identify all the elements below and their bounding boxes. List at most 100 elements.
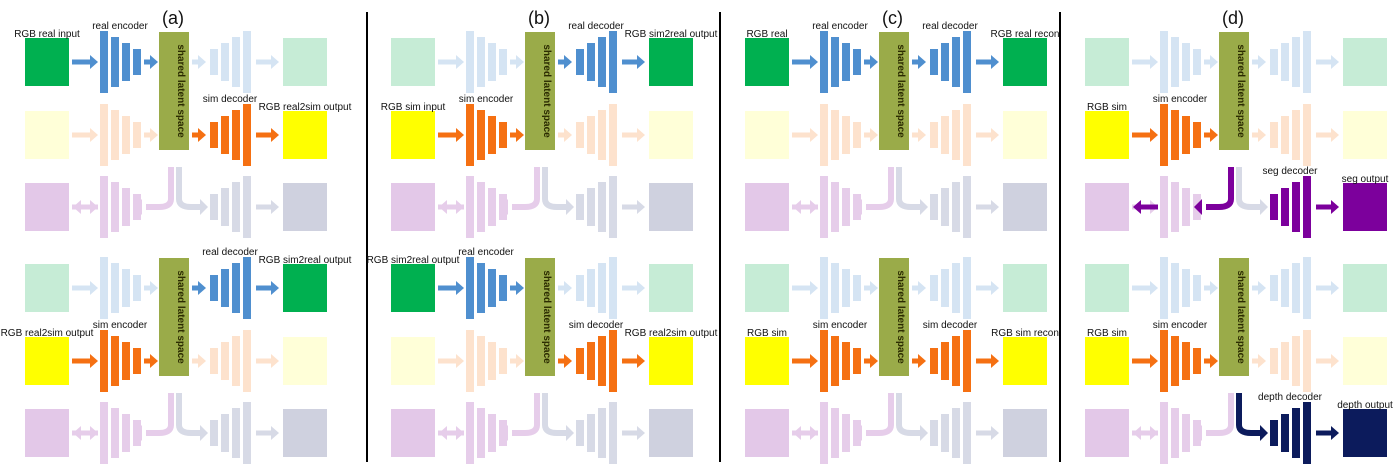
- split-left-path: [146, 167, 174, 210]
- decoder-bar: [609, 31, 617, 93]
- input-arrow-head: [1150, 55, 1158, 69]
- input-arrow-head: [456, 281, 464, 295]
- decoder-bar: [1270, 194, 1278, 220]
- decoder-bar: [587, 414, 595, 452]
- input-image-box: [1085, 264, 1129, 312]
- output-image-box: [649, 111, 693, 159]
- decoder-bar: [232, 263, 240, 313]
- decoder-bar: [587, 43, 595, 81]
- decoder-bar: [232, 182, 240, 232]
- encoder-label: sim encoder: [1153, 94, 1208, 105]
- input-label: RGB real input: [14, 29, 80, 40]
- split-right-path: [896, 393, 922, 436]
- output-image-box: [1343, 409, 1387, 457]
- output-image-box: [283, 337, 327, 385]
- decoder-bar: [1292, 37, 1300, 87]
- split-left-head: [134, 425, 142, 441]
- decoder-bar: [221, 269, 229, 307]
- decoder-bar: [930, 194, 938, 220]
- input-label: RGB real2sim output: [1, 328, 94, 339]
- decoder-bar: [587, 269, 595, 307]
- decoder-bar: [952, 37, 960, 87]
- encoder-bar: [100, 402, 108, 464]
- decoder-bar: [232, 37, 240, 87]
- encoder-label: real encoder: [812, 21, 868, 32]
- decoder-bar: [587, 188, 595, 226]
- input-arrow-head: [1150, 281, 1158, 295]
- encoder-bar: [466, 104, 474, 166]
- input-image-box: [1085, 183, 1129, 231]
- decoder-bar: [598, 336, 606, 386]
- output-image-box: [283, 183, 327, 231]
- output-image-box: [649, 409, 693, 457]
- decoder-bar: [952, 110, 960, 160]
- output-label: depth output: [1337, 400, 1393, 411]
- output-arrow-head: [991, 281, 999, 295]
- decoder-bar: [930, 122, 938, 148]
- decoder-bar: [1270, 420, 1278, 446]
- encoder-bar: [488, 188, 496, 226]
- output-arrow-head: [271, 200, 279, 214]
- decoder-bar: [1303, 31, 1311, 93]
- decoder-bar: [941, 342, 949, 380]
- output-arrow-head: [271, 281, 279, 295]
- split-left-path: [512, 393, 540, 436]
- encoder-bar: [820, 31, 828, 93]
- split-left-head: [134, 199, 142, 215]
- output-image-box: [1343, 337, 1387, 385]
- decoder-bar: [1303, 104, 1311, 166]
- encoder-bar: [1171, 408, 1179, 458]
- decoder-bar: [576, 420, 584, 446]
- decoder-bar: [598, 263, 606, 313]
- encoder-bar: [477, 408, 485, 458]
- decoder-bar: [1281, 342, 1289, 380]
- decoder-bar: [232, 408, 240, 458]
- encoder-bar: [466, 176, 474, 238]
- decoder-bar: [210, 420, 218, 446]
- split-right-head: [200, 199, 208, 215]
- input-arrow-head: [456, 55, 464, 69]
- encoder-bar: [111, 110, 119, 160]
- split-right-head: [920, 425, 928, 441]
- input-arrow-head: [456, 354, 464, 368]
- encoder-label: sim encoder: [1153, 320, 1208, 331]
- input-image-box: [25, 38, 69, 86]
- decoder-bar: [609, 402, 617, 464]
- split-right-path: [896, 167, 922, 210]
- encoder-bar: [842, 188, 850, 226]
- encoder-bar: [466, 257, 474, 319]
- decoder-bar: [587, 116, 595, 154]
- encoder-bar: [122, 116, 130, 154]
- output-arrow-head: [1331, 128, 1339, 142]
- decoder-bar: [1292, 110, 1300, 160]
- encoder-bar: [1171, 182, 1179, 232]
- encoder-bar: [853, 275, 861, 301]
- enc-latent-arrow-head: [150, 55, 158, 69]
- decoder-bar: [941, 43, 949, 81]
- decoder-bar: [243, 330, 251, 392]
- enc-latent-arrow-head: [516, 281, 524, 295]
- encoder-bar: [1171, 37, 1179, 87]
- encoder-bar: [820, 176, 828, 238]
- output-label: RGB real2sim output: [259, 102, 352, 113]
- output-label: RGB sim2real output: [625, 29, 718, 40]
- split-right-head: [920, 199, 928, 215]
- decoder-bar: [232, 336, 240, 386]
- decoder-bar: [210, 194, 218, 220]
- latent-label: shared latent space: [541, 44, 552, 138]
- encoder-bar: [477, 263, 485, 313]
- input-arrow-head: [810, 55, 818, 69]
- output-image-box: [1343, 264, 1387, 312]
- encoder-bar: [1182, 43, 1190, 81]
- input-label: RGB sim2real output: [367, 255, 460, 266]
- decoder-label: seg decoder: [1262, 166, 1318, 177]
- output-image-box: [1003, 38, 1047, 86]
- enc-latent-arrow-head: [1210, 55, 1218, 69]
- decoder-bar: [1292, 263, 1300, 313]
- decoder-bar: [1270, 122, 1278, 148]
- split-left-path: [146, 393, 174, 436]
- decoder-bar: [1270, 275, 1278, 301]
